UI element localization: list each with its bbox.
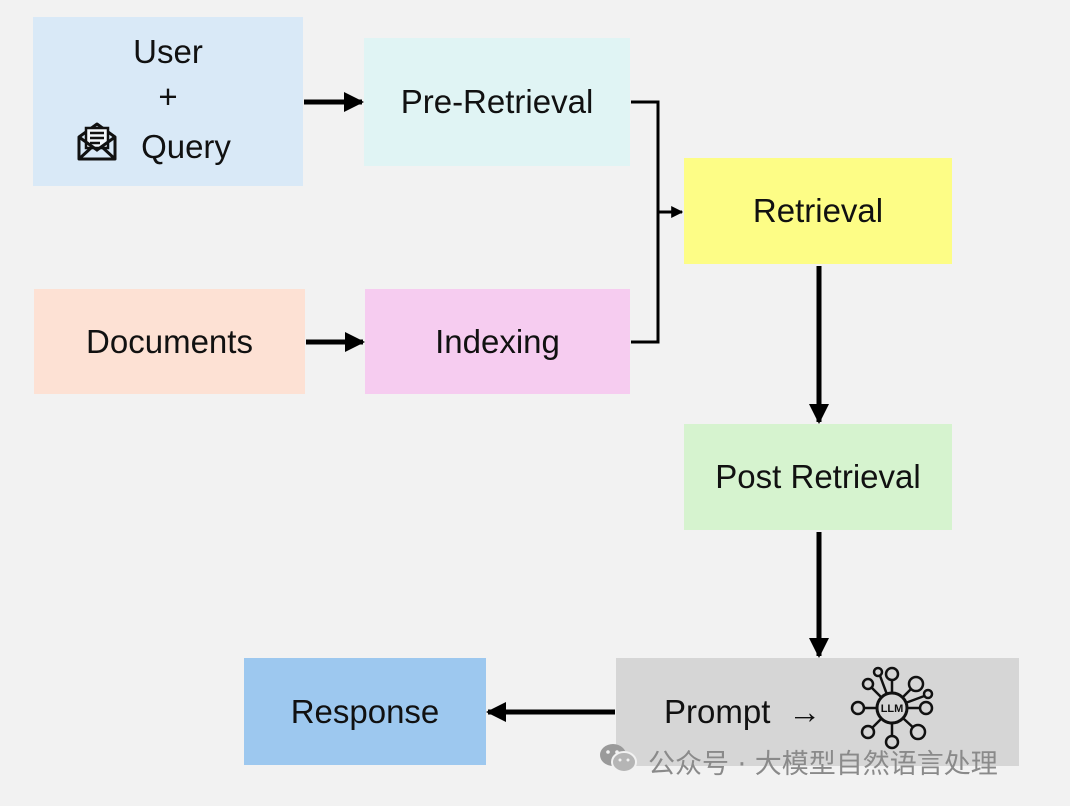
documents-label: Documents bbox=[86, 322, 253, 360]
llm-network-icon: LLM bbox=[849, 665, 935, 759]
pre-retrieval-label: Pre-Retrieval bbox=[400, 83, 594, 120]
watermark-text: 公众号 · 大模型自然语言处理 bbox=[648, 749, 998, 780]
prompt-row: Prompt → bbox=[664, 665, 935, 759]
post-retrieval-label: Post Retrieval bbox=[715, 458, 921, 495]
right-arrow-icon: → bbox=[788, 693, 822, 730]
watermark: 公众号 · 大模型自然语言处理 bbox=[598, 742, 998, 781]
retrieval-label: Retrieval bbox=[752, 192, 884, 229]
post-retrieval-box: Post Retrieval bbox=[684, 424, 952, 530]
response-box: Response bbox=[244, 658, 486, 765]
pre-retrieval-box: Pre-Retrieval bbox=[364, 38, 630, 166]
query-row: Query bbox=[75, 119, 231, 174]
indexing-box: Indexing bbox=[365, 289, 630, 394]
wechat-icon bbox=[598, 742, 638, 781]
prompt-box: Prompt → bbox=[616, 658, 1019, 766]
user-query-box: User + Query bbox=[33, 17, 303, 186]
query-label: Query bbox=[141, 128, 231, 165]
indexing-label: Indexing bbox=[435, 322, 560, 360]
prompt-label: Prompt bbox=[664, 693, 771, 730]
connector-pre-retrieval-bracket bbox=[631, 100, 660, 344]
retrieval-box: Retrieval bbox=[684, 158, 952, 264]
user-label: User bbox=[133, 33, 203, 70]
response-label: Response bbox=[290, 692, 440, 730]
llm-icon-text: LLM bbox=[881, 703, 904, 715]
documents-box: Documents bbox=[34, 289, 305, 394]
envelope-letter-icon bbox=[75, 119, 119, 174]
plus-sign: + bbox=[158, 78, 178, 115]
